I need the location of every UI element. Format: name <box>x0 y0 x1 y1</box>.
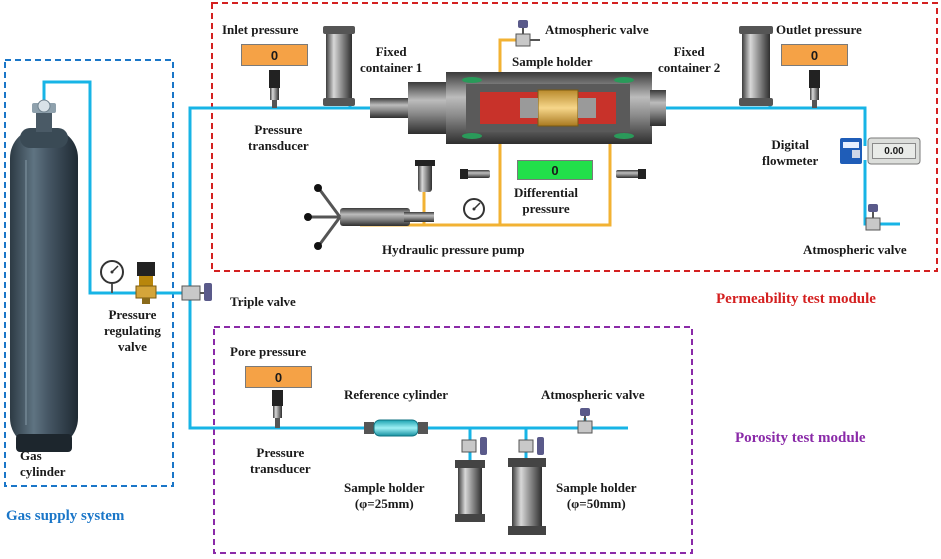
pressure-transducer-icon <box>460 169 490 179</box>
permeability-box <box>211 2 938 272</box>
needle-valve-icon <box>577 408 593 434</box>
reference-cylinder-icon <box>364 419 428 437</box>
fixed-container-2-label: Fixed container 2 <box>658 44 720 76</box>
pressure-transducer-bottom-line-2: transducer <box>250 461 311 476</box>
differential-pressure-display: 0 <box>517 160 593 180</box>
pressure-gauge-icon <box>100 260 124 293</box>
differential-pressure-line-2: pressure <box>522 201 570 216</box>
inlet-pressure-display: 0 <box>241 44 308 66</box>
hydraulic-pump-icon <box>304 160 435 250</box>
needle-valve-icon <box>461 437 487 455</box>
digital-flowmeter-label: Digital flowmeter <box>762 137 818 169</box>
pressure-transducer-label-top: Pressure transducer <box>248 122 309 154</box>
sample-holder-25-line-1: Sample holder <box>344 480 425 495</box>
flowmeter-display: 0.00 <box>872 143 916 159</box>
reference-cylinder-label: Reference cylinder <box>344 387 449 402</box>
hydraulic-pressure-pump-label: Hydraulic pressure pump <box>382 242 525 257</box>
regulating-valve-line-2: regulating <box>104 323 161 338</box>
triple-valve-icon <box>181 283 212 301</box>
pressure-regulating-valve-label: Pressure regulating valve <box>104 307 161 355</box>
differential-pressure-line-1: Differential <box>514 185 579 200</box>
permeability-title: Permeability test module <box>716 291 876 307</box>
pressure-gauge-icon <box>463 198 485 220</box>
fixed-container-2-line-2: container 2 <box>658 60 721 75</box>
gas-cylinder-icon <box>10 99 78 452</box>
gas-cylinder-line-1: Gas <box>20 448 42 463</box>
pressure-transducer-bottom-line-1: Pressure <box>256 445 305 460</box>
gas-cylinder-line-2: cylinder <box>20 464 66 479</box>
digital-flowmeter-line-2: flowmeter <box>762 153 819 168</box>
sample-holder-25-line-2: (φ=25mm) <box>354 496 414 511</box>
fixed-container-1-label: Fixed container 1 <box>360 44 422 76</box>
inlet-pressure-label: Inlet pressure <box>222 22 299 37</box>
needle-valve-icon <box>865 204 881 231</box>
gas-supply-title: Gas supply system <box>6 508 125 524</box>
sample-holder-50-label: Sample holder (φ=50mm) <box>556 480 637 512</box>
core-holder-icon <box>455 460 485 522</box>
pressure-transducer-icon <box>809 70 820 108</box>
sample-holder-50-line-2: (φ=50mm) <box>566 496 626 511</box>
gas-cylinder-label: Gas cylinder <box>20 448 66 480</box>
fixed-container-1-line-2: container 1 <box>360 60 423 75</box>
regulating-valve-line-1: Pressure <box>108 307 157 322</box>
fixed-container-2-line-1: Fixed <box>673 44 705 59</box>
atmospheric-valve-porosity-label: Atmospheric valve <box>541 387 645 402</box>
regulator-icon <box>135 262 157 304</box>
porosity-title: Porosity test module <box>735 430 866 446</box>
core-holder-icon <box>508 458 546 535</box>
gas-supply-box <box>4 59 174 487</box>
pressure-transducer-top-line-1: Pressure <box>254 122 303 137</box>
pore-pressure-display: 0 <box>245 366 312 388</box>
porosity-box <box>213 326 693 554</box>
core-holder-icon <box>370 72 666 144</box>
pressure-transducer-top-line-2: transducer <box>248 138 309 153</box>
triple-valve-label: Triple valve <box>230 294 296 309</box>
sample-holder-25-label: Sample holder (φ=25mm) <box>344 480 425 512</box>
pressure-transducer-icon <box>269 70 280 108</box>
regulating-valve-line-3: valve <box>117 339 147 354</box>
fixed-container-icon <box>323 26 355 106</box>
sample-holder-50-line-1: Sample holder <box>556 480 637 495</box>
atmospheric-valve-right-label: Atmospheric valve <box>803 242 907 257</box>
pressure-transducer-label-bottom: Pressure transducer <box>250 445 311 477</box>
fixed-container-icon <box>739 26 773 106</box>
fixed-container-1-line-1: Fixed <box>375 44 407 59</box>
pressure-transducer-icon <box>272 390 283 428</box>
pressure-transducer-icon <box>616 169 646 179</box>
atmospheric-valve-label: Atmospheric valve <box>545 22 649 37</box>
pore-pressure-label: Pore pressure <box>230 344 307 359</box>
needle-valve-icon <box>515 20 540 47</box>
outlet-pressure-label: Outlet pressure <box>776 22 862 37</box>
needle-valve-icon <box>518 437 544 455</box>
digital-flowmeter-line-1: Digital <box>771 137 809 152</box>
outlet-pressure-display: 0 <box>781 44 848 66</box>
differential-pressure-label: Differential pressure <box>514 185 578 217</box>
sample-holder-label: Sample holder <box>512 54 593 69</box>
